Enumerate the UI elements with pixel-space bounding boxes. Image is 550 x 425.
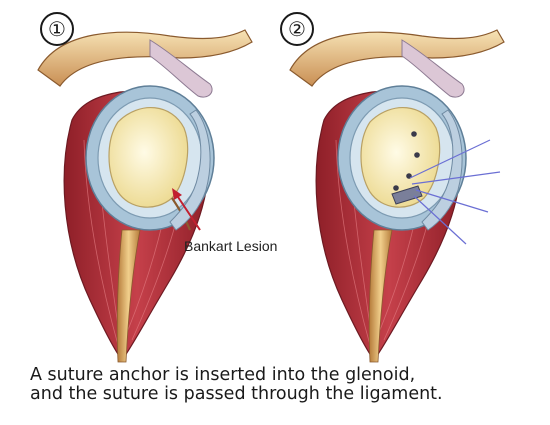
ligament-band xyxy=(421,109,463,231)
coracoid-process xyxy=(149,39,213,98)
anchor-dot xyxy=(411,131,417,137)
anchor-dot xyxy=(393,185,399,191)
glenoid-surface xyxy=(108,107,189,208)
acromion-bone xyxy=(37,29,253,87)
panel-2-shoulder xyxy=(289,29,505,363)
bankart-lesion-label: Bankart Lesion xyxy=(184,238,278,254)
panel-number-2: ② xyxy=(280,12,314,46)
suture-anchor xyxy=(391,185,423,205)
figure-caption: A suture anchor is inserted into the gle… xyxy=(30,366,540,404)
ligament-band xyxy=(169,109,211,231)
suture-lines xyxy=(409,139,501,245)
lesion-arrowhead xyxy=(172,188,182,200)
panel-1-shoulder xyxy=(37,29,253,363)
caption-line-2: and the suture is passed through the lig… xyxy=(30,384,443,404)
acromion-bone xyxy=(289,29,505,87)
long-head-tendon xyxy=(116,229,141,363)
panel-number-1: ① xyxy=(40,12,74,46)
lesion-arrow xyxy=(175,193,201,231)
caption-line-1: A suture anchor is inserted into the gle… xyxy=(30,365,416,385)
long-head-tendon xyxy=(368,229,393,363)
anchor-dot xyxy=(414,152,420,158)
coracoid-process xyxy=(401,39,465,98)
